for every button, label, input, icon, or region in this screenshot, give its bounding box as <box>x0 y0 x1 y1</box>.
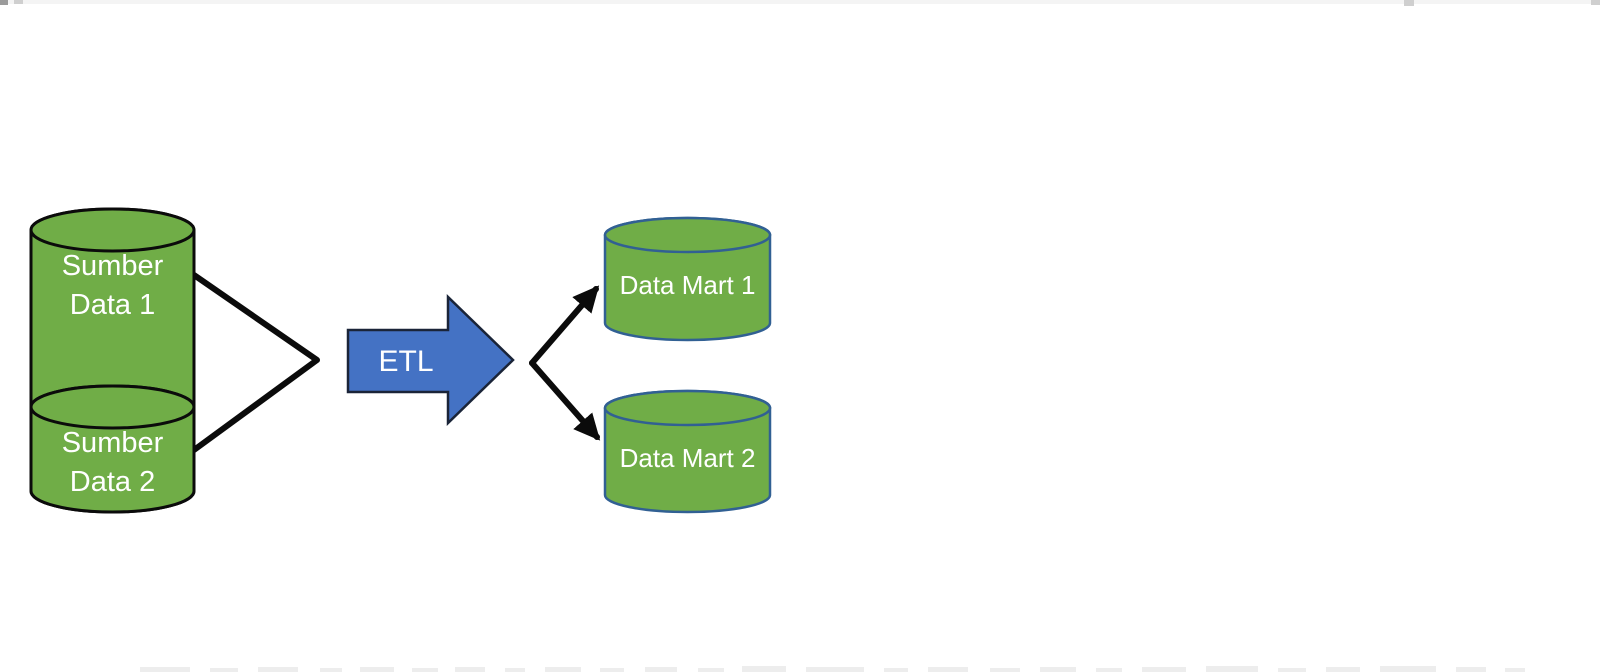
bottom-mark <box>1326 667 1360 672</box>
source-2-label-line1: Sumber <box>62 427 164 459</box>
top-strip-notch <box>1404 0 1414 6</box>
bottom-mark <box>990 668 1020 672</box>
top-strip-left-mark-1 <box>0 0 8 5</box>
top-strip-left-mark-2 <box>14 0 23 4</box>
bottom-mark <box>360 667 394 672</box>
etl-block-arrow: ETL <box>346 294 515 426</box>
mart-1-label: Data Mart 1 <box>620 270 756 300</box>
database-cylinder-source-2: Sumber Data 2 <box>29 384 196 514</box>
database-cylinder-mart-2: Data Mart 2 <box>603 389 772 514</box>
bottom-mark <box>928 667 968 672</box>
connector-to-mart-1 <box>529 285 600 366</box>
source-1-label-line2: Data 1 <box>70 289 155 321</box>
etl-label: ETL <box>378 345 433 378</box>
bottom-mark <box>1278 668 1306 672</box>
bottom-cropped-content-artifact <box>140 666 1525 672</box>
bottom-mark <box>1380 666 1436 672</box>
bottom-mark <box>320 668 342 672</box>
bottom-mark <box>1040 667 1076 672</box>
bottom-mark <box>1456 667 1486 672</box>
top-strip-right-mark <box>1591 0 1600 5</box>
etl-arrow-shape <box>346 294 515 426</box>
mart-2-label: Data Mart 2 <box>620 443 756 473</box>
bottom-mark <box>455 667 485 672</box>
bottom-mark <box>600 668 624 672</box>
bottom-mark <box>698 668 724 672</box>
bottom-mark <box>140 667 190 672</box>
bottom-mark <box>505 668 525 672</box>
bottom-mark <box>1505 668 1525 672</box>
bottom-mark <box>645 667 677 672</box>
bottom-mark <box>1206 666 1258 672</box>
database-cylinder-mart-1: Data Mart 1 <box>603 216 772 342</box>
source-1-label-line1: Sumber <box>62 250 164 282</box>
bottom-mark <box>258 667 298 672</box>
top-strip <box>0 0 1600 4</box>
mart-1-top-ellipse <box>603 216 772 254</box>
mart-2-top-ellipse <box>603 389 772 427</box>
source-2-top-ellipse <box>29 384 196 430</box>
bottom-mark <box>1096 668 1122 672</box>
bottom-mark <box>884 668 908 672</box>
bottom-mark <box>1142 667 1186 672</box>
bottom-mark <box>742 666 786 672</box>
connector-sources-merge <box>191 272 320 453</box>
source-1-top-ellipse <box>29 207 196 253</box>
connector-to-mart-2 <box>529 360 601 441</box>
bottom-mark <box>412 668 438 672</box>
bottom-mark <box>545 667 581 672</box>
bottom-mark <box>806 667 864 672</box>
bottom-mark <box>210 668 238 672</box>
top-cropped-content-artifact <box>0 0 1600 6</box>
source-2-label-line2: Data 2 <box>70 466 155 498</box>
